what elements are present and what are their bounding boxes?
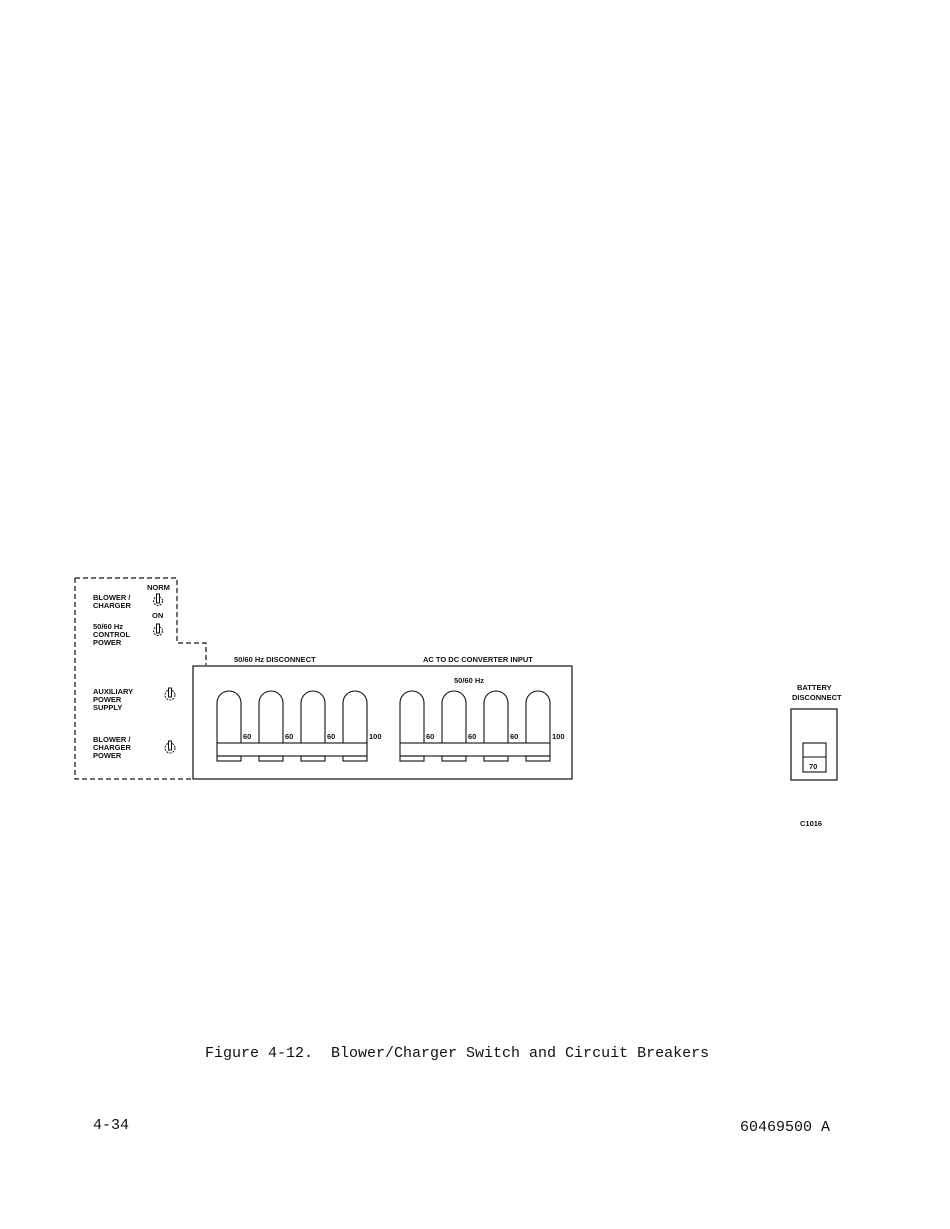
converter-breaker-rating: 60 <box>510 732 518 741</box>
figure-id: C1016 <box>800 819 822 828</box>
control-power-toggle-icon <box>154 624 163 636</box>
converter-breaker-rating: 60 <box>468 732 476 741</box>
disconnect-breaker-foot <box>217 756 241 761</box>
blower-charger-label-line2: CHARGER <box>93 601 132 610</box>
disconnect-breaker-group: 60 60 60 100 <box>217 691 382 761</box>
converter-breaker-handle <box>400 691 424 743</box>
converter-breaker-handle <box>526 691 550 743</box>
disconnect-breaker-foot <box>301 756 325 761</box>
converter-bus-bar <box>400 743 550 756</box>
converter-breaker-foot <box>526 756 550 761</box>
converter-label: AC TO DC CONVERTER INPUT <box>423 655 533 664</box>
disconnect-bus-bar <box>217 743 367 756</box>
converter-breaker-foot <box>442 756 466 761</box>
on-label: ON <box>152 611 163 620</box>
battery-rating: 70 <box>809 762 817 771</box>
aux-power-toggle-icon <box>165 688 175 700</box>
switch-panel: NORM BLOWER / CHARGER ON 50/60 Hz CONTRO… <box>93 583 170 760</box>
blower-charger-power-label-line3: POWER <box>93 751 122 760</box>
battery-label-line2: DISCONNECT <box>792 693 842 702</box>
disconnect-breaker-rating: 100 <box>369 732 382 741</box>
norm-label: NORM <box>147 583 170 592</box>
breaker-panel-outline <box>193 666 572 779</box>
disconnect-breaker-handle <box>301 691 325 743</box>
disconnect-breaker-foot <box>259 756 283 761</box>
disconnect-breaker-rating: 60 <box>285 732 293 741</box>
converter-breaker-rating: 60 <box>426 732 434 741</box>
figure-caption: Figure 4-12. Blower/Charger Switch and C… <box>205 1045 709 1062</box>
disconnect-breaker-handle <box>217 691 241 743</box>
control-power-label-line3: POWER <box>93 638 122 647</box>
converter-breaker-group: 60 60 60 100 <box>400 691 565 761</box>
disconnect-breaker-handle <box>343 691 367 743</box>
blower-charger-power-toggle-icon <box>165 741 175 753</box>
disconnect-breaker-rating: 60 <box>243 732 251 741</box>
disconnect-breaker-handle <box>259 691 283 743</box>
converter-breaker-handle <box>484 691 508 743</box>
breaker-groups: 60 60 60 100 60 60 60 100 <box>217 691 565 761</box>
page-number: 4-34 <box>93 1117 129 1134</box>
converter-sub-label: 50/60 Hz <box>454 676 484 685</box>
converter-breaker-foot <box>400 756 424 761</box>
blower-charger-toggle-icon <box>154 594 163 606</box>
aux-power-label-line3: SUPPLY <box>93 703 122 712</box>
converter-breaker-foot <box>484 756 508 761</box>
converter-breaker-rating: 100 <box>552 732 565 741</box>
battery-label-line1: BATTERY <box>797 683 832 692</box>
document-number: 60469500 A <box>740 1119 830 1136</box>
disconnect-breaker-foot <box>343 756 367 761</box>
disconnect-breaker-rating: 60 <box>327 732 335 741</box>
disconnect-label: 50/60 Hz DISCONNECT <box>234 655 316 664</box>
converter-breaker-handle <box>442 691 466 743</box>
